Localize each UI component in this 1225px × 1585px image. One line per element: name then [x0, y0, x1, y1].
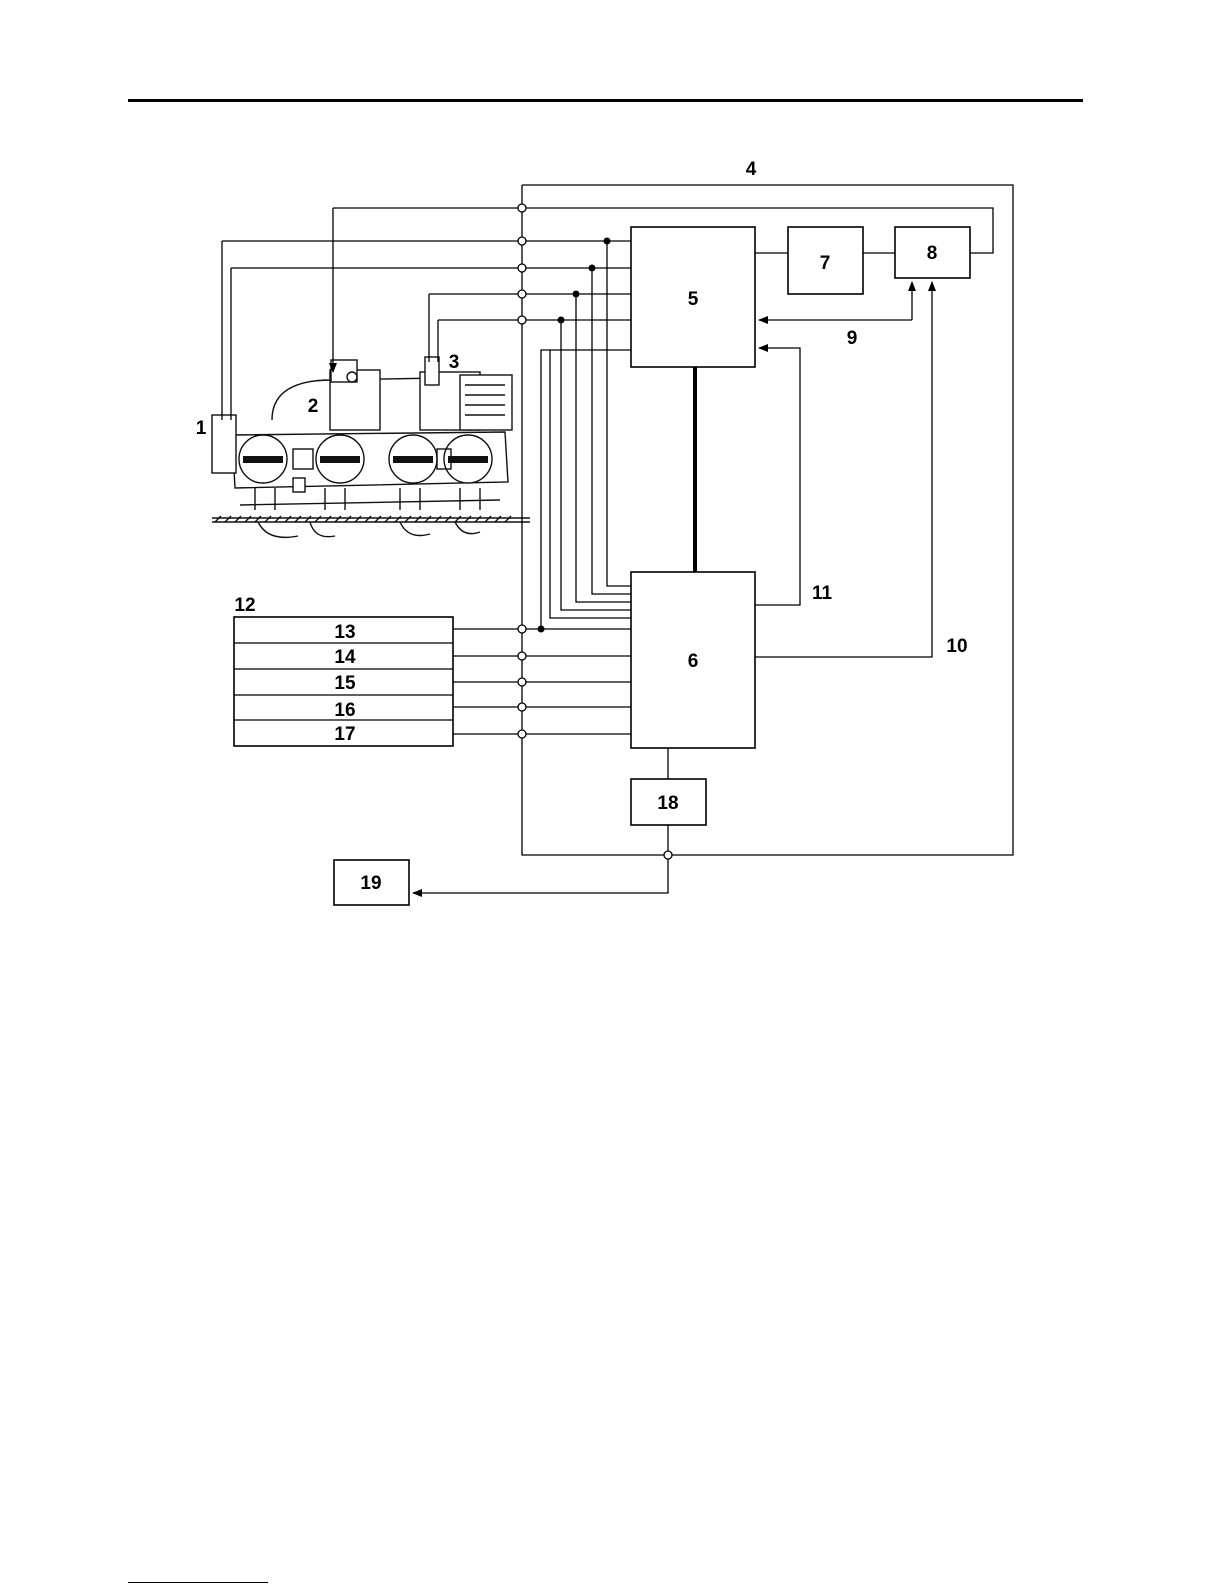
table-row-label: 15	[334, 673, 356, 694]
callout-12: 12	[234, 595, 255, 616]
box-7-label: 7	[820, 253, 831, 274]
box-8-label: 8	[927, 243, 938, 264]
table-row-label: 14	[334, 647, 356, 668]
callout-4: 4	[746, 159, 757, 180]
callout-3: 3	[449, 352, 460, 373]
callout-2: 2	[308, 396, 319, 417]
throttle-body-illustration	[212, 357, 530, 537]
box-5-label: 5	[688, 289, 699, 310]
box-19-label: 19	[360, 873, 381, 894]
callout-1: 1	[196, 418, 207, 439]
callout-9: 9	[847, 328, 858, 349]
callout-10: 10	[946, 636, 967, 657]
branch-dots	[538, 238, 611, 633]
table-row-label: 13	[334, 622, 355, 643]
table-row-label: 17	[334, 724, 355, 745]
box-6-label: 6	[688, 651, 699, 672]
table-row-label: 16	[334, 700, 355, 721]
callout-11: 11	[812, 583, 833, 604]
wiring	[222, 185, 1013, 893]
box-18-label: 18	[657, 793, 678, 814]
